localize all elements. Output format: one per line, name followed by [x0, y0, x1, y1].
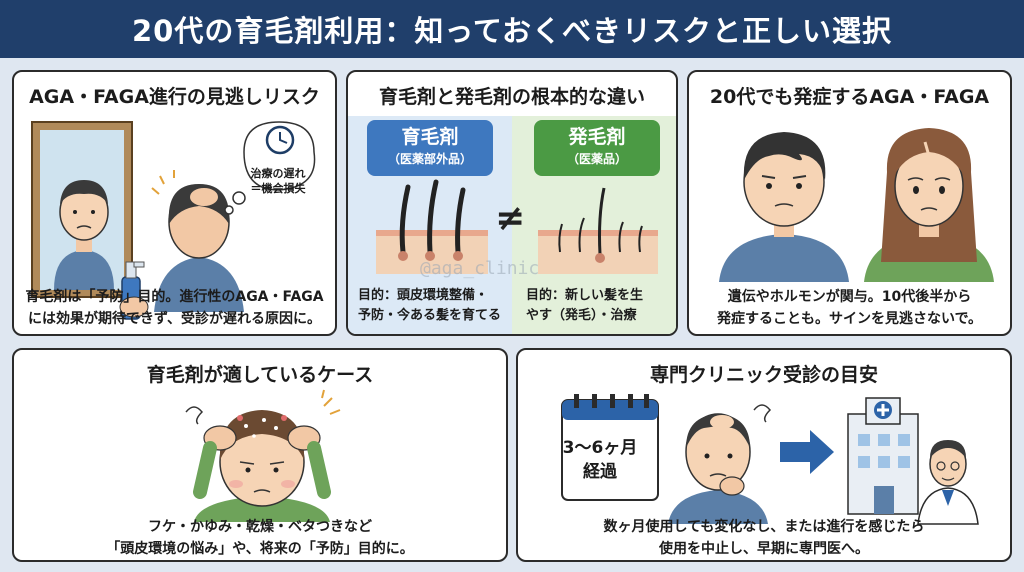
text-line-1: 数ヶ月使用しても変化なし、または進行を感じたら: [603, 519, 925, 535]
calendar-line-2: 経過: [583, 462, 617, 482]
calendar-icon: [561, 394, 659, 501]
text-line-1: フケ・かゆみ・乾燥・ベタつきなど: [148, 519, 372, 535]
card-title: 専門クリニック受診の目安: [649, 364, 878, 386]
doctor-icon: [917, 440, 979, 525]
text-line-2: 発症することも。サインを見逃さないで。: [716, 311, 983, 327]
arrow-right-icon: [780, 430, 834, 474]
hatsumo-label: 発毛剤 （医薬品）: [534, 120, 660, 176]
card-clinic-guide: 専門クリニック受診の目安: [516, 348, 1012, 562]
hatsumo-label-text: 発毛剤: [568, 126, 626, 148]
card-description: 数ヶ月使用しても変化なし、または進行を感じたら 使用を中止し、早期に専門医へ。: [518, 516, 1010, 560]
card-aga-risk: AGA・FAGA進行の見逃しリスク 治療の遅れ: [12, 70, 337, 336]
scalp-itch-illustration: [185, 389, 341, 522]
text-line-1: 育毛剤は「予防」目的。進行性のAGA・FAGA: [25, 289, 324, 305]
bubble-line-1: 治療の遅れ: [250, 167, 306, 180]
ikumo-label: 育毛剤 （医薬部外品）: [367, 120, 493, 176]
card-description: フケ・かゆみ・乾燥・ベタつきなど 「頭皮環境の悩み」や、将来の「予防」目的に。: [14, 516, 506, 560]
young-people-illustration: [719, 128, 994, 282]
watermark: @aga_clinic: [420, 258, 540, 279]
text-line-2: には効果が期待できず、受診が遅れる原因に。: [27, 311, 322, 327]
page-header: 20代の育毛剤利用：知っておくべきリスクと正しい選択: [0, 0, 1024, 58]
not-equal-symbol: ≠: [495, 198, 526, 239]
text-line-2: 使用を中止し、早期に専門医へ。: [659, 541, 869, 557]
card-suitable-cases: 育毛剤が適しているケース フケ・かゆみ・乾燥・ベタつきなど 「頭皮環境の悩み」や…: [12, 348, 508, 562]
ikumo-purpose: 目的：頭皮環境整備・ 予防・今ある髪を育てる: [358, 286, 501, 326]
ikumo-purpose-line-2: 予防・今ある髪を育てる: [358, 308, 502, 323]
hospital-icon: [847, 397, 919, 515]
mirror-illustration: [31, 121, 316, 320]
clock-icon: [265, 125, 295, 155]
calendar-line-1: 3〜6ヶ月: [562, 438, 638, 458]
card-early-onset: 20代でも発症するAGA・FAGA 遺伝やホルモンが関与。10代後半から 発症す…: [687, 70, 1012, 336]
text-line-2: 「頭皮環境の悩み」や、将来の「予防」目的に。: [106, 541, 414, 557]
ikumo-label-text: 育毛剤: [401, 126, 459, 148]
card-description: 遺伝やホルモンが関与。10代後半から 発症することも。サインを見逃さないで。: [689, 286, 1010, 330]
card-title: 育毛剤と発毛剤の根本的な違い: [378, 86, 645, 108]
hatsumo-purpose-line-1: 目的：新しい髪を生: [526, 288, 644, 303]
card-description: 育毛剤は「予防」目的。進行性のAGA・FAGA には効果が期待できず、受診が遅れ…: [14, 286, 335, 330]
card-title: 育毛剤が適しているケース: [146, 364, 374, 386]
card-difference: 育毛剤と発毛剤の根本的な違い 育毛剤 （医薬部外品） 発毛剤 （医薬品） ≠ @…: [346, 70, 678, 336]
ikumo-sub-text: （医薬部外品）: [387, 152, 472, 166]
ikumo-purpose-line-1: 目的：頭皮環境整備・: [358, 288, 489, 303]
page-title: 20代の育毛剤利用：知っておくべきリスクと正しい選択: [131, 14, 893, 48]
hatsumo-purpose-line-2: やす（発毛）・治療: [526, 308, 637, 323]
hatsumo-purpose: 目的：新しい髪を生 やす（発毛）・治療: [526, 286, 643, 326]
hair-follicle-illustration: [376, 179, 658, 274]
text-line-1: 遺伝やホルモンが関与。10代後半から: [727, 289, 972, 305]
bubble-text: 治療の遅れ ＝機会損失: [242, 166, 314, 196]
card-title: 20代でも発症するAGA・FAGA: [709, 86, 990, 108]
hatsumo-sub-text: （医薬品）: [566, 152, 627, 166]
card-title: AGA・FAGA進行の見逃しリスク: [29, 86, 320, 108]
clinic-flow-illustration: [561, 394, 979, 525]
calendar-text: 3〜6ヶ月 経過: [560, 436, 640, 484]
bubble-line-2: ＝機会損失: [250, 182, 306, 195]
